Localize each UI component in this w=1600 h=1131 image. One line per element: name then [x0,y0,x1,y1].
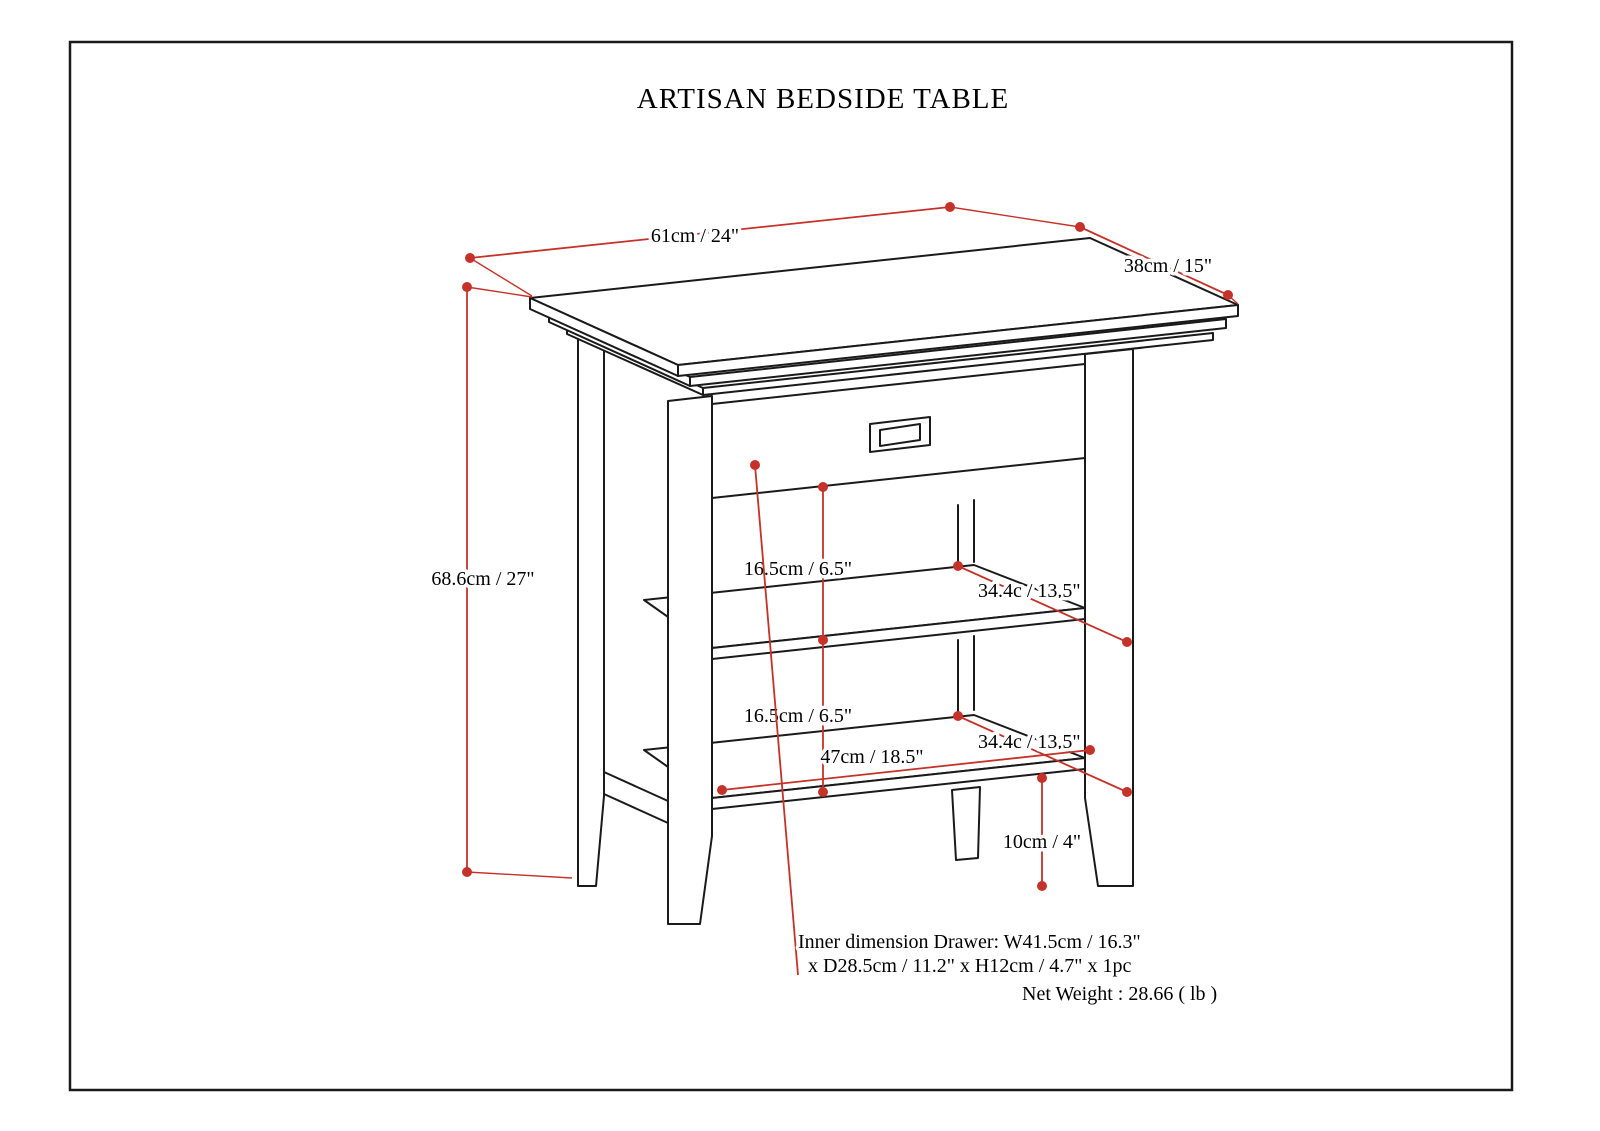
dim-label-lower-clearance: 16.5cm / 6.5" [744,705,852,727]
interior-back-stile [957,499,975,713]
dim-label-top-width: 61cm / 24" [651,225,739,247]
footnotes: Inner dimension Drawer: W41.5cm / 16.3" … [795,928,1220,1008]
dimension-endpoint-dot [1037,881,1047,891]
dimension-annotations: 61cm / 24" 38cm / 15" 68.6cm / 27" 1 [428,202,1239,976]
dimension-endpoint-dot [1037,773,1047,783]
dimension-endpoint-dot [1122,787,1132,797]
net-weight-note: Net Weight : 28.66 ( lb ) [1022,983,1217,1005]
dim-overall-height: 68.6cm / 27" [428,282,573,879]
dimension-endpoint-dot [1223,290,1233,300]
dimension-endpoint-dot [1122,637,1132,647]
dimension-endpoint-dot [465,253,475,263]
dim-label-top-depth: 38cm / 15" [1124,255,1212,277]
dim-label-upper-clearance: 16.5cm / 6.5" [744,558,852,580]
dimension-endpoint-dot [953,711,963,721]
dim-top-depth: 38cm / 15" [949,206,1239,305]
dim-label-leg-height: 10cm / 4" [1003,831,1081,853]
table-top [529,237,1239,396]
drawer-inner-dimension-line1: Inner dimension Drawer: W41.5cm / 16.3" [798,931,1141,953]
dimension-endpoint-dot [462,282,472,292]
dim-label-shelf-width: 47cm / 18.5" [820,746,923,768]
dim-label-upper-shelf-depth: 34.4c / 13.5" [978,580,1081,602]
page-border [68,40,1514,1092]
dimension-endpoint-dot [818,787,828,797]
back-left-leg [577,333,605,887]
front-left-leg [667,395,713,925]
dim-top-width: 61cm / 24" [465,202,955,297]
dimension-endpoint-dot [462,867,472,877]
dimension-endpoint-dot [953,561,963,571]
drawer-handle [869,416,931,453]
dim-lower-shelf-depth: 34.4c / 13.5" [953,711,1132,797]
bedside-table-drawing [529,237,1239,925]
dim-label-overall-height: 68.6cm / 27" [431,568,534,590]
back-right-leg [951,786,981,861]
drawer-inner-dimension-line2: x D28.5cm / 11.2" x H12cm / 4.7" x 1pc [808,955,1131,977]
dim-shelf-width: 47cm / 18.5" [717,743,1095,795]
front-right-leg [1084,348,1134,887]
dimension-endpoint-dot [818,482,828,492]
dim-shelf-clearances: 16.5cm / 6.5" 16.5cm / 6.5" [740,482,856,797]
dimension-endpoint-dot [750,460,760,470]
dimension-endpoint-dot [717,785,727,795]
dimension-endpoint-dot [1085,745,1095,755]
dimension-endpoint-dot [818,635,828,645]
dim-upper-shelf-depth: 34.4c / 13.5" [953,561,1132,647]
dim-leg-height: 10cm / 4" [999,773,1085,891]
drawer-leader [750,460,799,976]
dimension-endpoint-dot [1075,222,1085,232]
dim-label-lower-shelf-depth: 34.4c / 13.5" [978,731,1081,753]
diagram-title: ARTISAN BEDSIDE TABLE [637,83,1009,115]
left-bottom-rail [603,771,669,824]
